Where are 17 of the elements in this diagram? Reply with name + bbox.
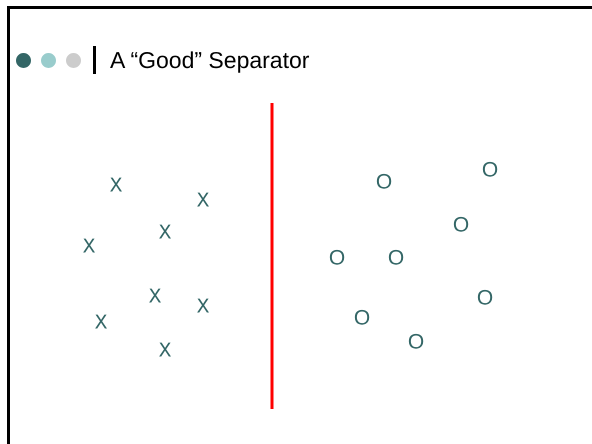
data-point-label: O (408, 332, 424, 352)
data-point-label: X (196, 192, 210, 212)
data-point-label: O (354, 308, 370, 328)
slide-title: A “Good” Separator (110, 48, 310, 72)
data-point-label: O (452, 214, 470, 236)
data-point-label: X (158, 224, 172, 244)
data-point-label: X (94, 314, 108, 334)
data-point-label: O (388, 248, 404, 268)
data-point-label: X (148, 288, 162, 308)
data-point-label: O (476, 288, 494, 308)
data-point-label: O (328, 248, 346, 268)
data-point-label: X (158, 342, 172, 362)
data-point-label: X (82, 238, 96, 258)
data-point-label: O (376, 172, 392, 192)
data-point-label: X (196, 298, 210, 318)
data-point-label: O (482, 160, 498, 180)
data-point-label: X (110, 176, 122, 198)
